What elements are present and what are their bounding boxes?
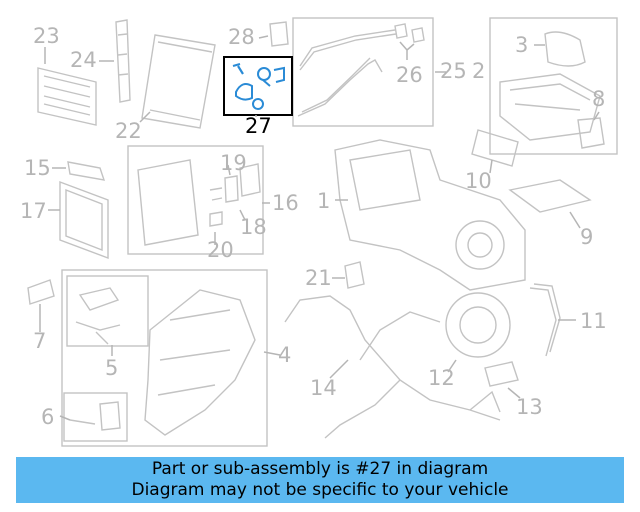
part-label-19[interactable]: 19 [220,151,247,175]
part-label-7[interactable]: 7 [33,329,46,353]
group-box-5 [66,275,149,347]
info-banner: Part or sub-assembly is #27 in diagram D… [16,457,624,503]
part-label-27[interactable]: 27 [245,114,272,138]
parts-diagram: 23 24 22 28 27 26 25 2 3 8 10 9 15 17 19… [20,17,618,447]
part-label-6[interactable]: 6 [41,405,54,429]
part-label-3[interactable]: 3 [515,33,528,57]
part-label-14[interactable]: 14 [310,376,337,400]
group-box-6 [63,392,128,442]
part-label-16[interactable]: 16 [272,191,299,215]
part-27-icon[interactable] [232,62,285,110]
banner-line-2: Diagram may not be specific to your vehi… [131,480,509,500]
part-label-12[interactable]: 12 [428,366,455,390]
part-label-5[interactable]: 5 [105,356,118,380]
callout-labels: 23 24 22 28 27 26 25 2 3 8 10 9 15 17 19… [20,24,607,429]
part-label-9[interactable]: 9 [580,225,593,249]
part-label-23[interactable]: 23 [33,24,60,48]
part-label-28[interactable]: 28 [228,25,255,49]
part-label-22[interactable]: 22 [115,119,142,143]
highlight-box-27 [223,56,293,116]
part-label-26[interactable]: 26 [396,63,423,87]
part-label-2[interactable]: 2 [472,59,485,83]
group-box-16 [127,145,264,255]
part-label-8[interactable]: 8 [592,87,605,111]
banner-line-1: Part or sub-assembly is #27 in diagram [151,459,489,479]
leader-lines [39,35,600,421]
part-label-13[interactable]: 13 [516,395,543,419]
part-label-24[interactable]: 24 [70,48,97,72]
group-box-4 [61,269,268,447]
part-label-10[interactable]: 10 [465,169,492,193]
part-label-20[interactable]: 20 [207,238,234,262]
group-box-2 [489,17,618,155]
part-label-25[interactable]: 25 [440,59,467,83]
part-sketches [27,19,605,439]
part-label-11[interactable]: 11 [580,309,607,333]
part-label-21[interactable]: 21 [305,266,332,290]
part-label-1[interactable]: 1 [317,189,330,213]
part-label-4[interactable]: 4 [278,343,291,367]
part-label-18[interactable]: 18 [240,215,267,239]
part-label-15[interactable]: 15 [24,156,51,180]
part-label-17[interactable]: 17 [20,199,47,223]
